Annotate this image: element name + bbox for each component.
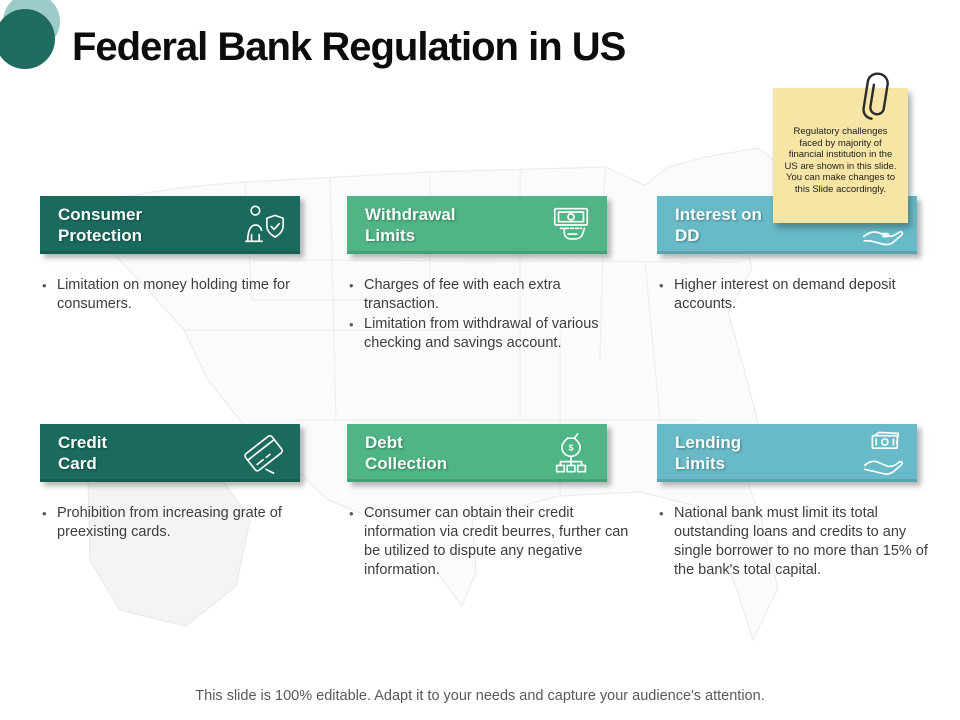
card-header-withdrawal-limits: Withdrawal Limits — [347, 196, 607, 254]
card-withdrawal-limits: Withdrawal Limits Charges of fee with ea… — [347, 196, 635, 354]
card-title: Withdrawal Limits — [365, 204, 456, 246]
card-title: Credit Card — [58, 432, 107, 474]
svg-text:$: $ — [569, 443, 574, 453]
card-header-debt-collection: Debt Collection $ — [347, 424, 607, 482]
card-bullets: Consumer can obtain their credit informa… — [347, 504, 635, 580]
card-lending-limits: Lending Limits National bank must limit … — [657, 424, 945, 581]
card-bullets: National bank must limit its total outst… — [657, 504, 945, 580]
card-title-line1: Credit — [58, 433, 108, 452]
card-bullets: Limitation on money holding time for con… — [40, 276, 328, 314]
bullet-item: Limitation on money holding time for con… — [40, 276, 328, 314]
decorative-circle-dark — [0, 9, 55, 69]
card-header-credit-card: Credit Card — [40, 424, 300, 482]
card-bullets: Prohibition from increasing grate of pre… — [40, 504, 328, 542]
card-consumer-protection: Consumer Protection Limitation on money … — [40, 196, 328, 315]
paperclip-icon — [862, 72, 889, 120]
hand-money-icon — [863, 431, 904, 475]
card-title-line1: Lending — [675, 433, 742, 452]
card-title: Interest on DD — [675, 204, 762, 246]
card-debt-collection: Debt Collection $ Consumer can obtain th… — [347, 424, 635, 581]
bullet-item: Limitation from withdrawal of various ch… — [347, 315, 635, 353]
card-title-line2: Limits — [675, 454, 726, 473]
credit-card-icon — [244, 435, 283, 474]
bullet-item: Higher interest on demand deposit accoun… — [657, 276, 945, 314]
card-credit-card: Credit Card Prohibition from increasing … — [40, 424, 328, 543]
card-title-line1: Debt — [365, 433, 403, 452]
bullet-item: Charges of fee with each extra transacti… — [347, 276, 635, 314]
money-bag-hierarchy-icon: $ — [555, 433, 587, 473]
sticky-note-text: Regulatory challenges faced by majority … — [784, 126, 897, 195]
card-header-consumer-protection: Consumer Protection — [40, 196, 300, 254]
card-title: Debt Collection — [365, 432, 447, 474]
card-title-line1: Withdrawal — [365, 205, 456, 224]
card-title-line1: Interest on — [675, 205, 762, 224]
sticky-note: Regulatory challenges faced by majority … — [773, 72, 908, 223]
card-title-line2: Protection — [58, 226, 143, 245]
card-title-line2: Card — [58, 454, 97, 473]
card-title: Lending Limits — [675, 432, 741, 474]
card-bullets: Charges of fee with each extra transacti… — [347, 276, 635, 353]
card-header-lending-limits: Lending Limits — [657, 424, 917, 482]
page-title: Federal Bank Regulation in US — [72, 25, 626, 69]
bullet-item: National bank must limit its total outst… — [657, 504, 945, 580]
footer-note: This slide is 100% editable. Adapt it to… — [195, 688, 765, 704]
cash-withdrawal-icon — [553, 207, 589, 240]
card-title-line2: Limits — [365, 226, 416, 245]
card-title: Consumer Protection — [58, 204, 142, 246]
card-bullets: Higher interest on demand deposit accoun… — [657, 276, 945, 314]
card-title-line1: Consumer — [58, 205, 143, 224]
bullet-item: Prohibition from increasing grate of pre… — [40, 504, 328, 542]
card-title-line2: DD — [675, 226, 700, 245]
bullet-item: Consumer can obtain their credit informa… — [347, 504, 635, 580]
person-shield-icon — [244, 205, 284, 243]
card-title-line2: Collection — [365, 454, 448, 473]
